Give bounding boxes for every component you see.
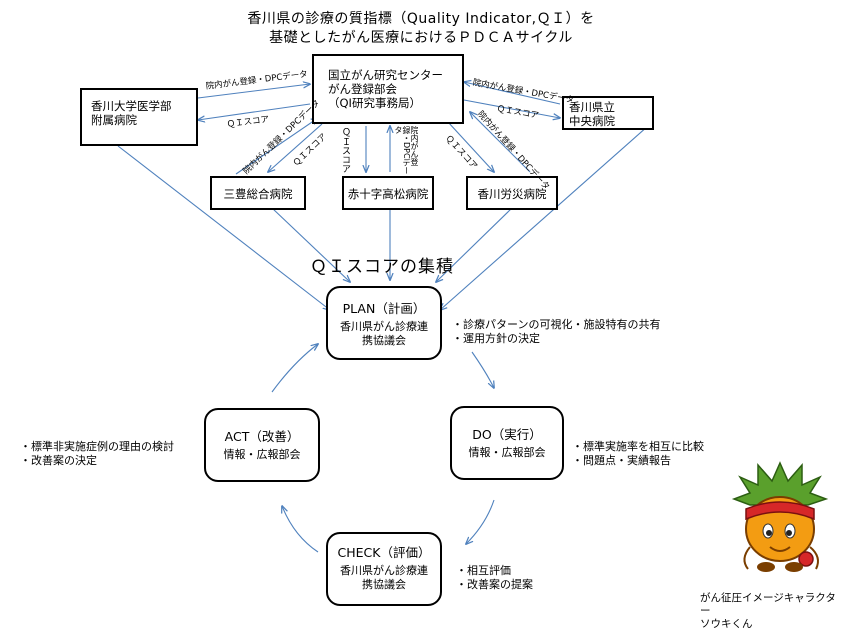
mitoyo-label: 三豊総合病院 <box>223 187 293 201</box>
check-note-1: ・相互評価 <box>456 564 511 577</box>
check-note-2: ・改善案の提案 <box>456 578 533 591</box>
label-redcross-registry: 院内がん登録・DPCデータ <box>394 126 418 175</box>
arrow-univ-to-center <box>197 84 310 99</box>
mascot-caption-line2: ソウキくん <box>700 618 753 630</box>
arrow-rosai-to-plan <box>436 207 513 282</box>
diagram-title-line2: 基礎としたがん医療におけるＰＤＣＡサイクル <box>269 30 573 46</box>
center-line2: がん登録部会 <box>328 82 397 96</box>
arrow-mitoyo-to-center <box>235 118 318 175</box>
arrow-plan-to-do <box>471 351 494 388</box>
plan-line2: 携協議会 <box>362 334 406 347</box>
do-box: DO（実行） 情報・広報部会 <box>450 406 564 480</box>
qi-secretariat-box: 国立がん研究センター がん登録部会 （QI研究事務局） <box>312 54 464 124</box>
diagram-title-line1: 香川県の診療の質指標（Quality Indicator,ＱＩ）を <box>247 11 595 27</box>
hospital-kagawa-central: 香川大学医学部 香川県立 中央病院 <box>562 96 654 130</box>
check-title: CHECK（評価） <box>337 545 431 560</box>
plan-line1: 香川県がん診療連 <box>340 320 428 333</box>
do-notes: ・標準実施率を相互に比較 ・問題点・実績報告 <box>572 440 704 468</box>
kagawa-central-line1b: 香川県立 <box>569 100 615 114</box>
arrow-central-to-plan <box>440 125 649 310</box>
do-line1: 情報・広報部会 <box>468 446 546 459</box>
kagawa-central-line2: 中央病院 <box>569 114 615 128</box>
kagawa-univ-line1: 香川大学医学部 <box>91 99 172 113</box>
center-line1: 国立がん研究センター <box>328 68 443 82</box>
act-title: ACT（改善） <box>224 429 300 444</box>
kagawa-univ-line2: 附属病院 <box>91 113 137 127</box>
do-note-2: ・問題点・実績報告 <box>572 454 671 467</box>
arrow-check-to-act <box>282 506 319 553</box>
act-line1: 情報・広報部会 <box>223 448 301 461</box>
mascot-caption-line1: がん征圧イメージキャラクター <box>700 592 836 617</box>
do-title: DO（実行） <box>472 427 542 442</box>
arrow-univ-to-plan <box>117 145 330 310</box>
plan-note-2: ・運用方針の決定 <box>452 332 540 345</box>
hospital-kagawa-univ: 香川大学医学部 附属病院 <box>80 88 198 146</box>
check-notes: ・相互評価 ・改善案の提案 <box>456 564 533 592</box>
arrow-center-to-univ <box>198 103 311 120</box>
arrow-do-to-check <box>466 499 495 544</box>
act-box: ACT（改善） 情報・広報部会 <box>204 408 320 482</box>
arrow-center-to-mitoyo <box>268 123 323 172</box>
center-line3: （QI研究事務局） <box>328 96 421 110</box>
plan-box: PLAN（計画） 香川県がん診療連 携協議会 <box>326 286 442 360</box>
mascot-caption: がん征圧イメージキャラクター ソウキくん <box>700 592 842 631</box>
act-note-2: ・改善案の決定 <box>20 454 97 467</box>
plan-notes: ・診療パターンの可視化・施設特有の共有 ・運用方針の決定 <box>452 318 660 346</box>
label-redcross-qi: ＱＩスコア <box>340 128 350 173</box>
redcross-label: 赤十字高松病院 <box>347 187 429 201</box>
arrow-mitoyo-to-plan <box>271 207 350 282</box>
arrow-central-to-center <box>464 82 561 105</box>
do-note-1: ・標準実施率を相互に比較 <box>572 440 704 453</box>
arrow-rosai-to-center <box>470 112 531 173</box>
check-box: CHECK（評価） 香川県がん診療連 携協議会 <box>326 532 442 606</box>
mascot-soukikun-image <box>731 461 829 572</box>
hospital-mitoyo: 三豊総合病院 <box>210 176 306 210</box>
qi-accumulation-label: ＱＩスコアの集積 <box>310 257 454 277</box>
arrow-act-to-plan <box>271 344 318 393</box>
arrow-center-to-central <box>463 99 560 118</box>
hospital-rosai: 香川労災病院 <box>466 176 558 210</box>
check-line2: 携協議会 <box>362 578 406 591</box>
plan-title: PLAN（計画） <box>342 301 426 316</box>
act-note-1: ・標準非実施症例の理由の検討 <box>20 440 174 453</box>
rosai-label: 香川労災病院 <box>477 187 547 201</box>
plan-note-1: ・診療パターンの可視化・施設特有の共有 <box>452 318 661 331</box>
arrow-center-to-rosai <box>447 121 494 172</box>
check-line1: 香川県がん診療連 <box>340 564 428 577</box>
act-notes: ・標準非実施症例の理由の検討 ・改善案の決定 <box>20 440 174 468</box>
hospital-redcross: 赤十字高松病院 <box>342 176 434 210</box>
